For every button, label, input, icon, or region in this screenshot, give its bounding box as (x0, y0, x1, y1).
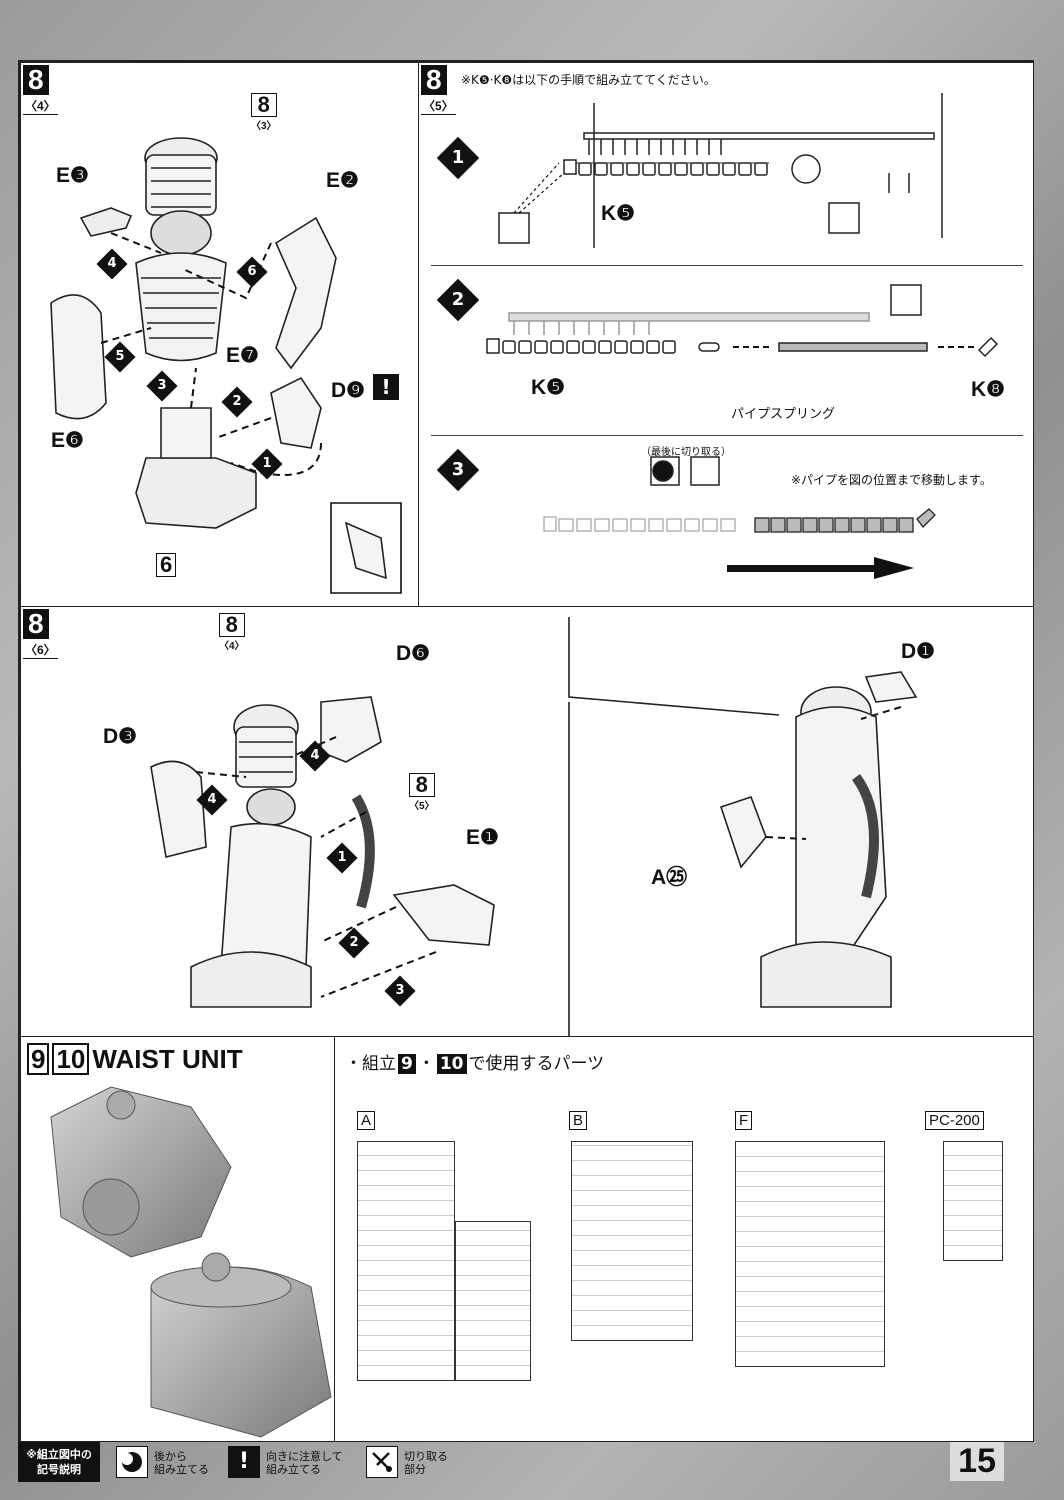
legend-text: 向きに注意して 組み立てる (266, 1450, 343, 1476)
step-marker: 2 (221, 386, 253, 418)
runner-label-a: A (357, 1111, 376, 1130)
part-label: K❺ (601, 202, 635, 225)
instruction-sheet: 8 〈4〉 8〈3〉 (18, 60, 1034, 1442)
runner-b (571, 1141, 693, 1341)
part-label: K❽ (971, 378, 1005, 401)
instruction-note: ※K❺·K❽は以下の手順で組み立ててください。 (461, 73, 716, 87)
part-label: D❸ (103, 725, 137, 748)
warning-mark: ! (373, 374, 399, 400)
step-number: 8 (23, 65, 49, 95)
runner-label-b: B (569, 1111, 588, 1130)
step-marker: 1 (326, 842, 358, 874)
runner-a (357, 1141, 455, 1381)
arm-assembly-drawing (50, 137, 402, 594)
step-marker: 4 (299, 740, 331, 772)
step-sub: 〈5〉 (421, 99, 456, 115)
panel-step-8-6: 8 〈6〉 8〈4〉 8〈5〉 D❻ D❸ E❶ D❶ A㉕ (20, 606, 1034, 1038)
step-number: 8 (421, 65, 447, 95)
panel-step-8-5: 8 〈5〉 ※K❺·K❽は以下の手順で組み立ててください。 1 K❺ (418, 62, 1034, 608)
step-marker: 3 (146, 370, 178, 402)
runner-pc200 (943, 1141, 1003, 1261)
symbol-legend: ※組立図中の 記号説明 後から 組み立てる ! 向きに注意して 組み立てる 切り… (18, 1442, 1034, 1486)
step-marker: 6 (236, 256, 268, 288)
part-label: E❷ (326, 169, 359, 192)
step-marker: 5 (104, 341, 136, 373)
part-label: E❶ (466, 826, 499, 849)
runner-a-side (455, 1221, 531, 1381)
arm-final-drawing (150, 617, 918, 1037)
part-label: K❺ (531, 376, 565, 399)
pipe-spring-drawing (486, 284, 999, 358)
divider (431, 435, 1023, 436)
step-marker: 4 (96, 248, 128, 280)
part-label: A㉕ (651, 866, 688, 889)
pipe-cut-drawing (498, 93, 943, 248)
step-sub: 〈4〉 (23, 99, 58, 115)
part-label: E❼ (226, 344, 259, 367)
legend-text: 切り取る 部分 (404, 1450, 448, 1476)
legend-text: 後から 組み立てる (154, 1450, 209, 1476)
part-label: E❻ (51, 429, 84, 452)
part-label: E❸ (56, 164, 89, 187)
ref-step-8-3: 8〈3〉 (251, 92, 277, 132)
step-marker: 2 (338, 927, 370, 959)
pipe-spring-label: パイプスプリング (731, 407, 836, 422)
step-sub: 〈6〉 (23, 643, 58, 659)
step-marker: 1 (251, 448, 283, 480)
pipe-move-drawing (543, 456, 936, 579)
waist-unit-render (50, 1086, 332, 1438)
runner-label-pc200: PC-200 (925, 1111, 984, 1130)
part-label: D❻ (396, 642, 430, 665)
ref-step-8-4: 8〈4〉 (219, 612, 245, 652)
divider (431, 265, 1023, 266)
step-marker: 4 (196, 784, 228, 816)
runner-label-f: F (735, 1111, 753, 1130)
ref-step-8-5: 8〈5〉 (409, 772, 435, 812)
direction-warning-icon: ! (228, 1446, 260, 1478)
part-label: D❾ (331, 379, 365, 402)
move-note: ※パイプを図の位置まで移動します。 (791, 473, 992, 487)
runner-f (735, 1141, 885, 1367)
back-assembly-icon (116, 1446, 148, 1478)
page-number: 15 (950, 1442, 1004, 1481)
part-label: D❶ (901, 640, 935, 663)
ref-step-6: 6 (156, 553, 177, 577)
panel-step-8-4: 8 〈4〉 8〈3〉 (20, 62, 420, 608)
step-number: 8 (23, 609, 49, 639)
cut-icon (366, 1446, 398, 1478)
legend-title: ※組立図中の 記号説明 (18, 1442, 100, 1482)
cut-last-note: （最後に切り取る） (641, 447, 731, 458)
step-marker: 3 (384, 975, 416, 1007)
